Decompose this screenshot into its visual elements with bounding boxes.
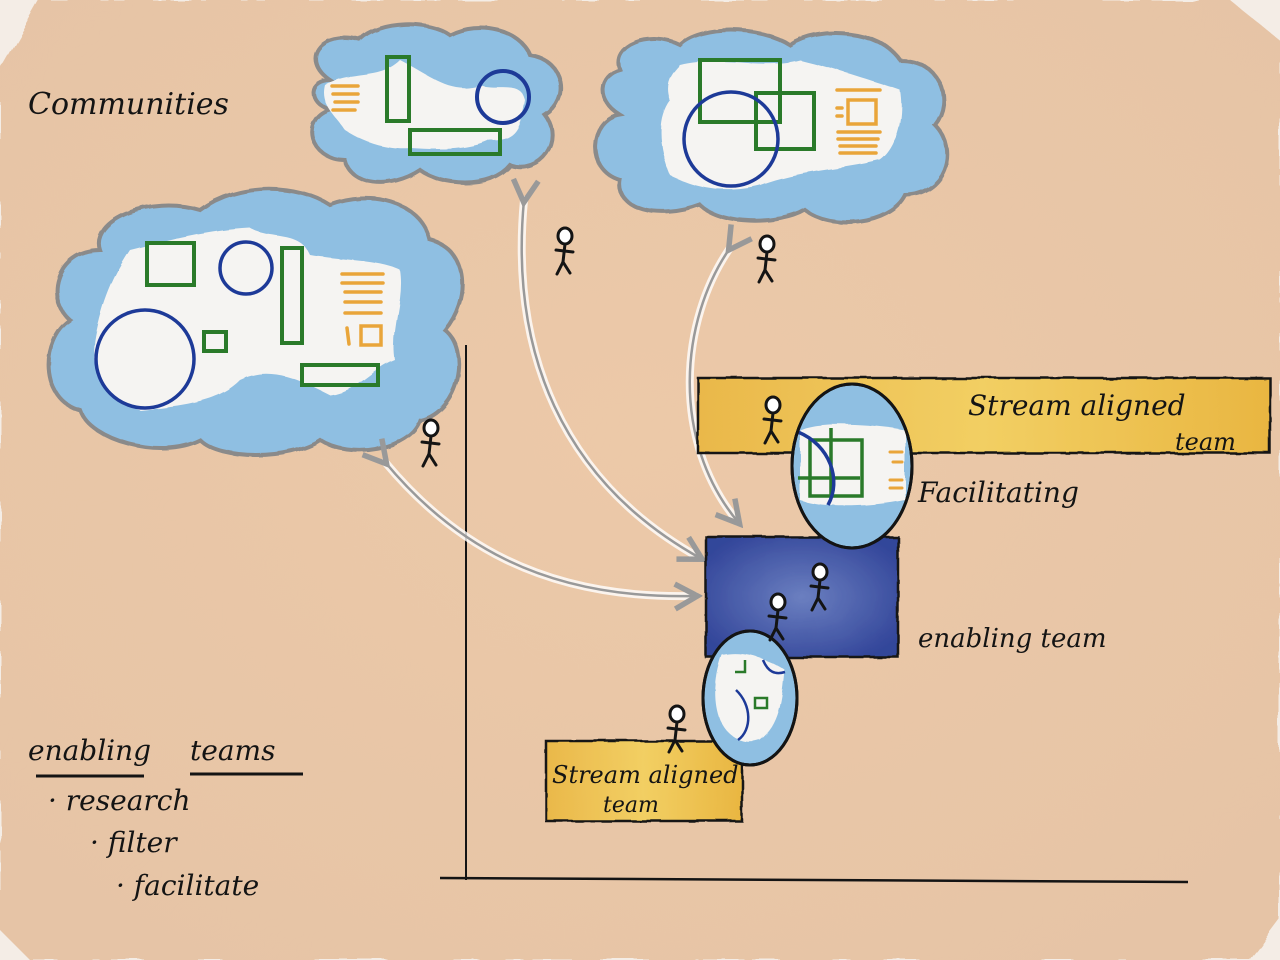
communities-title: Communities — [28, 87, 229, 122]
legend-heading-enabling: enabling — [28, 734, 151, 767]
blue-circle-icon — [218, 240, 274, 296]
stick-figure-icon — [767, 592, 788, 642]
enabling-team-label: enabling team — [918, 624, 1107, 654]
green-rect-icon — [408, 128, 502, 156]
stick-figure-icon — [666, 704, 687, 754]
green-rect-icon — [145, 241, 196, 287]
orange-document-icon — [340, 272, 385, 347]
stream-aligned-bottom-line1: Stream aligned — [552, 761, 739, 789]
orange-document-icon — [835, 88, 882, 155]
stick-figure-icon — [756, 234, 777, 284]
community-cloud-top-middle[interactable] — [310, 22, 563, 185]
stick-figure-icon — [420, 418, 441, 468]
green-rect-icon — [202, 330, 228, 353]
stick-figure-icon — [809, 562, 830, 612]
green-rect-icon — [754, 91, 816, 151]
blue-circle-icon — [475, 69, 531, 125]
stream-aligned-top-line2: team — [1175, 428, 1236, 456]
stream-aligned-team-bottom[interactable]: Stream aligned team — [544, 739, 744, 823]
green-grid-icon — [808, 438, 864, 498]
legend-item: · filter — [90, 826, 178, 859]
stream-aligned-team-top[interactable]: Stream aligned team — [696, 376, 1272, 456]
green-rect-icon — [385, 55, 411, 123]
stick-figure-icon — [554, 226, 575, 276]
community-cloud-large[interactable] — [46, 186, 465, 457]
orange-text-lines-icon — [330, 84, 360, 112]
stream-aligned-top-line1: Stream aligned — [968, 389, 1186, 422]
legend: enabling teams · research · filter · facil… — [28, 734, 303, 902]
blue-circle-icon — [682, 90, 780, 188]
blue-circle-icon — [94, 308, 196, 410]
interaction-arrows — [385, 200, 738, 596]
facilitating-label: Facilitating — [917, 476, 1079, 509]
green-rect-icon — [280, 246, 304, 345]
facilitating-ellipse-top[interactable] — [790, 382, 914, 550]
x-axis-line — [439, 876, 1189, 884]
legend-item: · research — [48, 784, 191, 817]
facilitating-ellipse-bottom[interactable] — [701, 629, 799, 767]
community-cloud-top-right[interactable] — [593, 28, 950, 224]
legend-item: · facilitate — [116, 869, 259, 902]
stream-aligned-bottom-line2: team — [603, 793, 659, 818]
green-rect-icon — [300, 363, 380, 387]
legend-heading-teams: teams — [190, 734, 275, 767]
stick-figure-icon — [762, 395, 783, 445]
people-group — [420, 226, 830, 754]
